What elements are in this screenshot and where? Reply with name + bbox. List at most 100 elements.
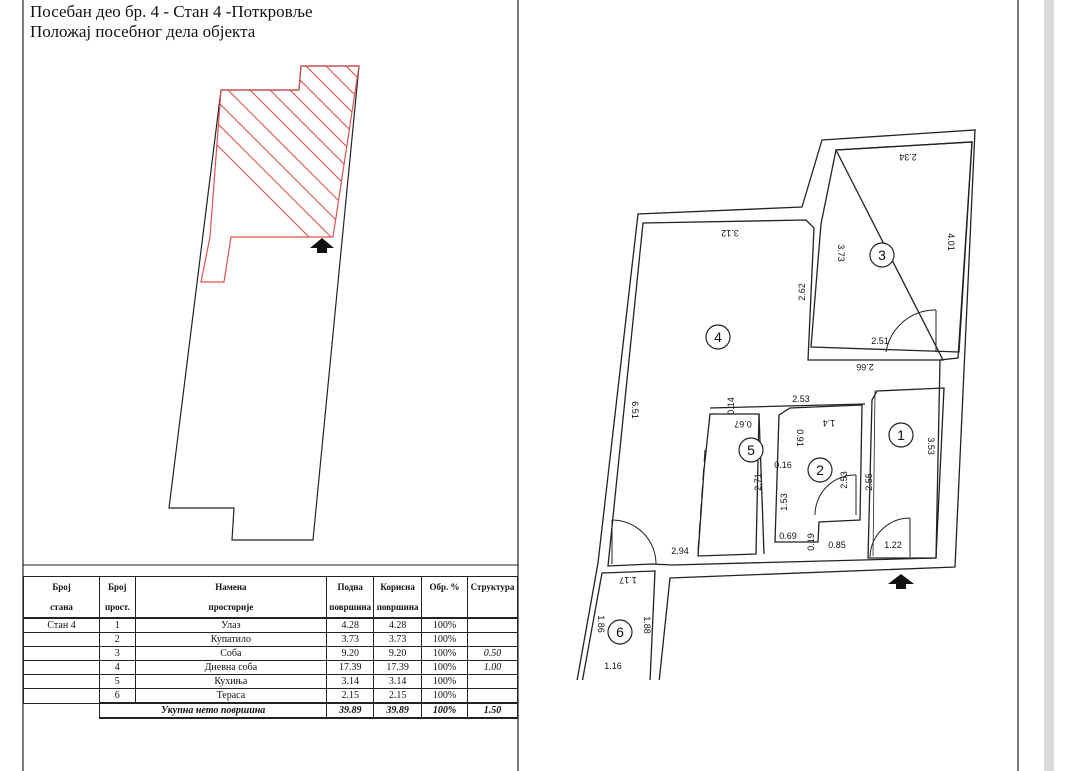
building-position-plan: [168, 65, 360, 541]
door-room-3: [885, 309, 937, 353]
dimension-label: 6.51: [630, 401, 640, 419]
room-1-outline: [867, 387, 945, 559]
dimension-label: 1.16: [604, 661, 622, 671]
dimension-label: 2.53: [839, 471, 849, 489]
entrance-arrow-icon: [310, 238, 334, 253]
col-header: прост.: [99, 597, 136, 619]
cell-floor: 4.28: [326, 617, 375, 633]
entrance-arrow-icon: [888, 574, 914, 589]
dimension-label: 1.53: [779, 493, 789, 511]
cell-unit: Стан 4: [22, 617, 101, 633]
dimension-label: 2.94: [671, 546, 689, 556]
col-header: Намена: [134, 576, 328, 597]
cell-usable: 3.73: [373, 632, 423, 647]
dimension-label: 0.91: [795, 429, 805, 447]
col-header: површина: [373, 597, 423, 619]
cell-struct: [466, 632, 519, 647]
room-label: 2: [816, 462, 824, 478]
dimension-label: 3.12: [721, 228, 739, 238]
cell-num: 6: [99, 688, 136, 704]
room-label: 5: [747, 442, 755, 458]
table-row: 4 Дневна соба 17.39 17.39 100% 1.00: [22, 660, 519, 675]
cell-floor: 17.39: [326, 660, 375, 675]
dimension-label: 4.01: [946, 233, 956, 251]
table-row: 5 Кухиња 3.14 3.14 100%: [22, 674, 519, 689]
dimension-label: 3.73: [836, 244, 846, 262]
table-row: 2 Купатило 3.73 3.73 100%: [22, 632, 519, 647]
room-label: 6: [616, 624, 624, 640]
cell-unit: [22, 632, 101, 647]
cell-pct: 100%: [421, 632, 468, 647]
cell-usable: 17.39: [373, 660, 423, 675]
table-row: Стан 4 1 Улаз 4.28 4.28 100%: [22, 617, 519, 633]
cell-name: Дневна соба: [134, 660, 328, 675]
cell-usable: 9.20: [373, 646, 423, 661]
table-row: 3 Соба 9.20 9.20 100% 0.50: [22, 646, 519, 661]
cell-name: Кухиња: [134, 674, 328, 689]
door-room-2: [814, 474, 857, 516]
cell-num: 3: [99, 646, 136, 661]
cell-unit: [22, 646, 101, 661]
cell-floor: 9.20: [326, 646, 375, 661]
dimension-label: 2.55: [864, 473, 874, 491]
dimension-label: 0.85: [828, 540, 846, 550]
cell-pct: 100%: [421, 660, 468, 675]
cell-unit: [22, 688, 101, 704]
cell-usable: 3.14: [373, 674, 423, 689]
building-outline: [168, 65, 360, 541]
col-header: Обр. %: [421, 576, 468, 597]
room-areas-table: Број Број Намена Подна Корисна Обр. % Ст…: [22, 576, 519, 719]
room-1-marker: [888, 422, 914, 448]
cell-struct: [466, 674, 519, 689]
col-header: [466, 597, 519, 619]
cell-struct: 1.00: [466, 660, 519, 675]
dimension-label: 0.69: [779, 531, 797, 541]
table-total-row: Укупна нето површина 39.89 39.89 100% 1.…: [24, 702, 519, 719]
room-label: 3: [878, 247, 886, 263]
dimension-label: 0.14: [726, 397, 736, 415]
cell-name: Тераса: [134, 688, 328, 704]
dimension-label: 1.86: [596, 615, 606, 633]
room-6-marker: [607, 619, 633, 645]
cell-num: 1: [99, 617, 136, 633]
floor-plan: 3 4 1 5 2 6 2.34 4.01 3.73 3.12 2.62 2.5…: [576, 129, 976, 680]
cell-floor: 2.15: [326, 688, 375, 704]
cell-pct: 100%: [421, 674, 468, 689]
room-label: 1: [897, 427, 905, 443]
room-2-outline: [774, 404, 863, 543]
sheet-title: Посебан део бр. 4 - Стан 4 -Поткровље: [30, 2, 313, 21]
unit-highlight: [200, 65, 360, 283]
door-entrance: [869, 517, 911, 558]
room-5-outline: [697, 413, 760, 557]
cell-num: 5: [99, 674, 136, 689]
dimension-label: 3.53: [926, 437, 936, 455]
cell-usable: 2.15: [373, 688, 423, 704]
col-header: [421, 597, 468, 619]
cell-pct: 100%: [421, 617, 468, 633]
dimension-label: 0.67: [734, 419, 752, 429]
cell-floor: 3.73: [326, 632, 375, 647]
table-row: 6 Тераса 2.15 2.15 100%: [22, 688, 519, 704]
total-usable: 39.89: [373, 702, 423, 719]
dimension-label: 2.66: [856, 362, 874, 372]
cell-num: 2: [99, 632, 136, 647]
sheet-subtitle: Положај посебног дела објекта: [30, 22, 256, 41]
total-label: Укупна нето површина: [99, 702, 328, 719]
table-header-row: стана прост. просторије површина површин…: [22, 597, 519, 619]
cell-struct: [466, 617, 519, 633]
cell-struct: 0.50: [466, 646, 519, 661]
total-pct: 100%: [421, 702, 468, 719]
dimension-label: 0.19: [806, 533, 816, 551]
outer-wall: [576, 129, 976, 680]
dimension-label: 2.53: [792, 394, 810, 404]
cell-num: 4: [99, 660, 136, 675]
cell-blank: [24, 703, 100, 718]
dimension-label: 2.51: [871, 336, 889, 346]
room-6-outline: [581, 570, 656, 680]
room-2-marker: [807, 457, 833, 483]
door-terrace: [611, 519, 657, 565]
dimension-label: 1.17: [619, 575, 637, 585]
cell-name: Соба: [134, 646, 328, 661]
room-3-outline: [810, 141, 973, 353]
